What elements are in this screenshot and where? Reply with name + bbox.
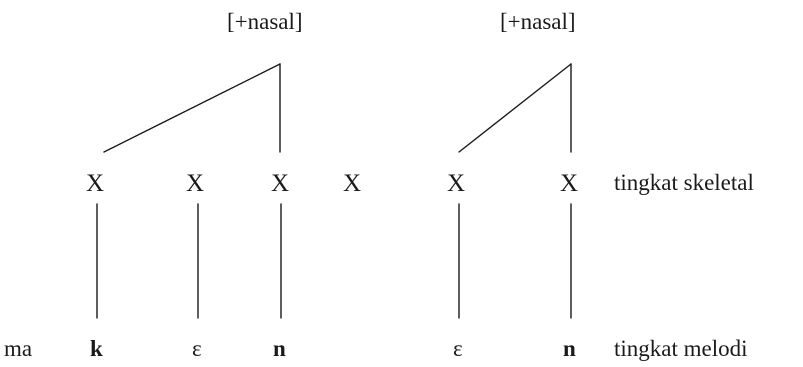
- skeleton-slot-2: X: [186, 170, 205, 197]
- melody-segment-e1: ε: [192, 336, 202, 361]
- melody-segment-e2: ε: [453, 336, 463, 361]
- melody-segment-k: k: [90, 336, 103, 361]
- melody-prefix: ma: [4, 336, 33, 361]
- skeleton-slot-3: X: [271, 170, 290, 197]
- feature-link-left-k: [103, 63, 281, 153]
- skeleton-slot-6: X: [560, 170, 579, 197]
- feature-link-right-e: [458, 63, 572, 153]
- melody-segment-n2: n: [563, 336, 576, 361]
- feature-nasal-left: [+nasal]: [227, 9, 303, 34]
- melody-segment-n1: n: [273, 336, 286, 361]
- tier-label-skeletal: tingkat skeletal: [614, 170, 754, 195]
- skeleton-slot-4: X: [343, 170, 362, 197]
- feature-nasal-right: [+nasal]: [500, 9, 576, 34]
- skeleton-slot-1: X: [86, 170, 105, 197]
- skeleton-slot-5: X: [447, 170, 466, 197]
- tier-label-melodic: tingkat melodi: [614, 336, 748, 361]
